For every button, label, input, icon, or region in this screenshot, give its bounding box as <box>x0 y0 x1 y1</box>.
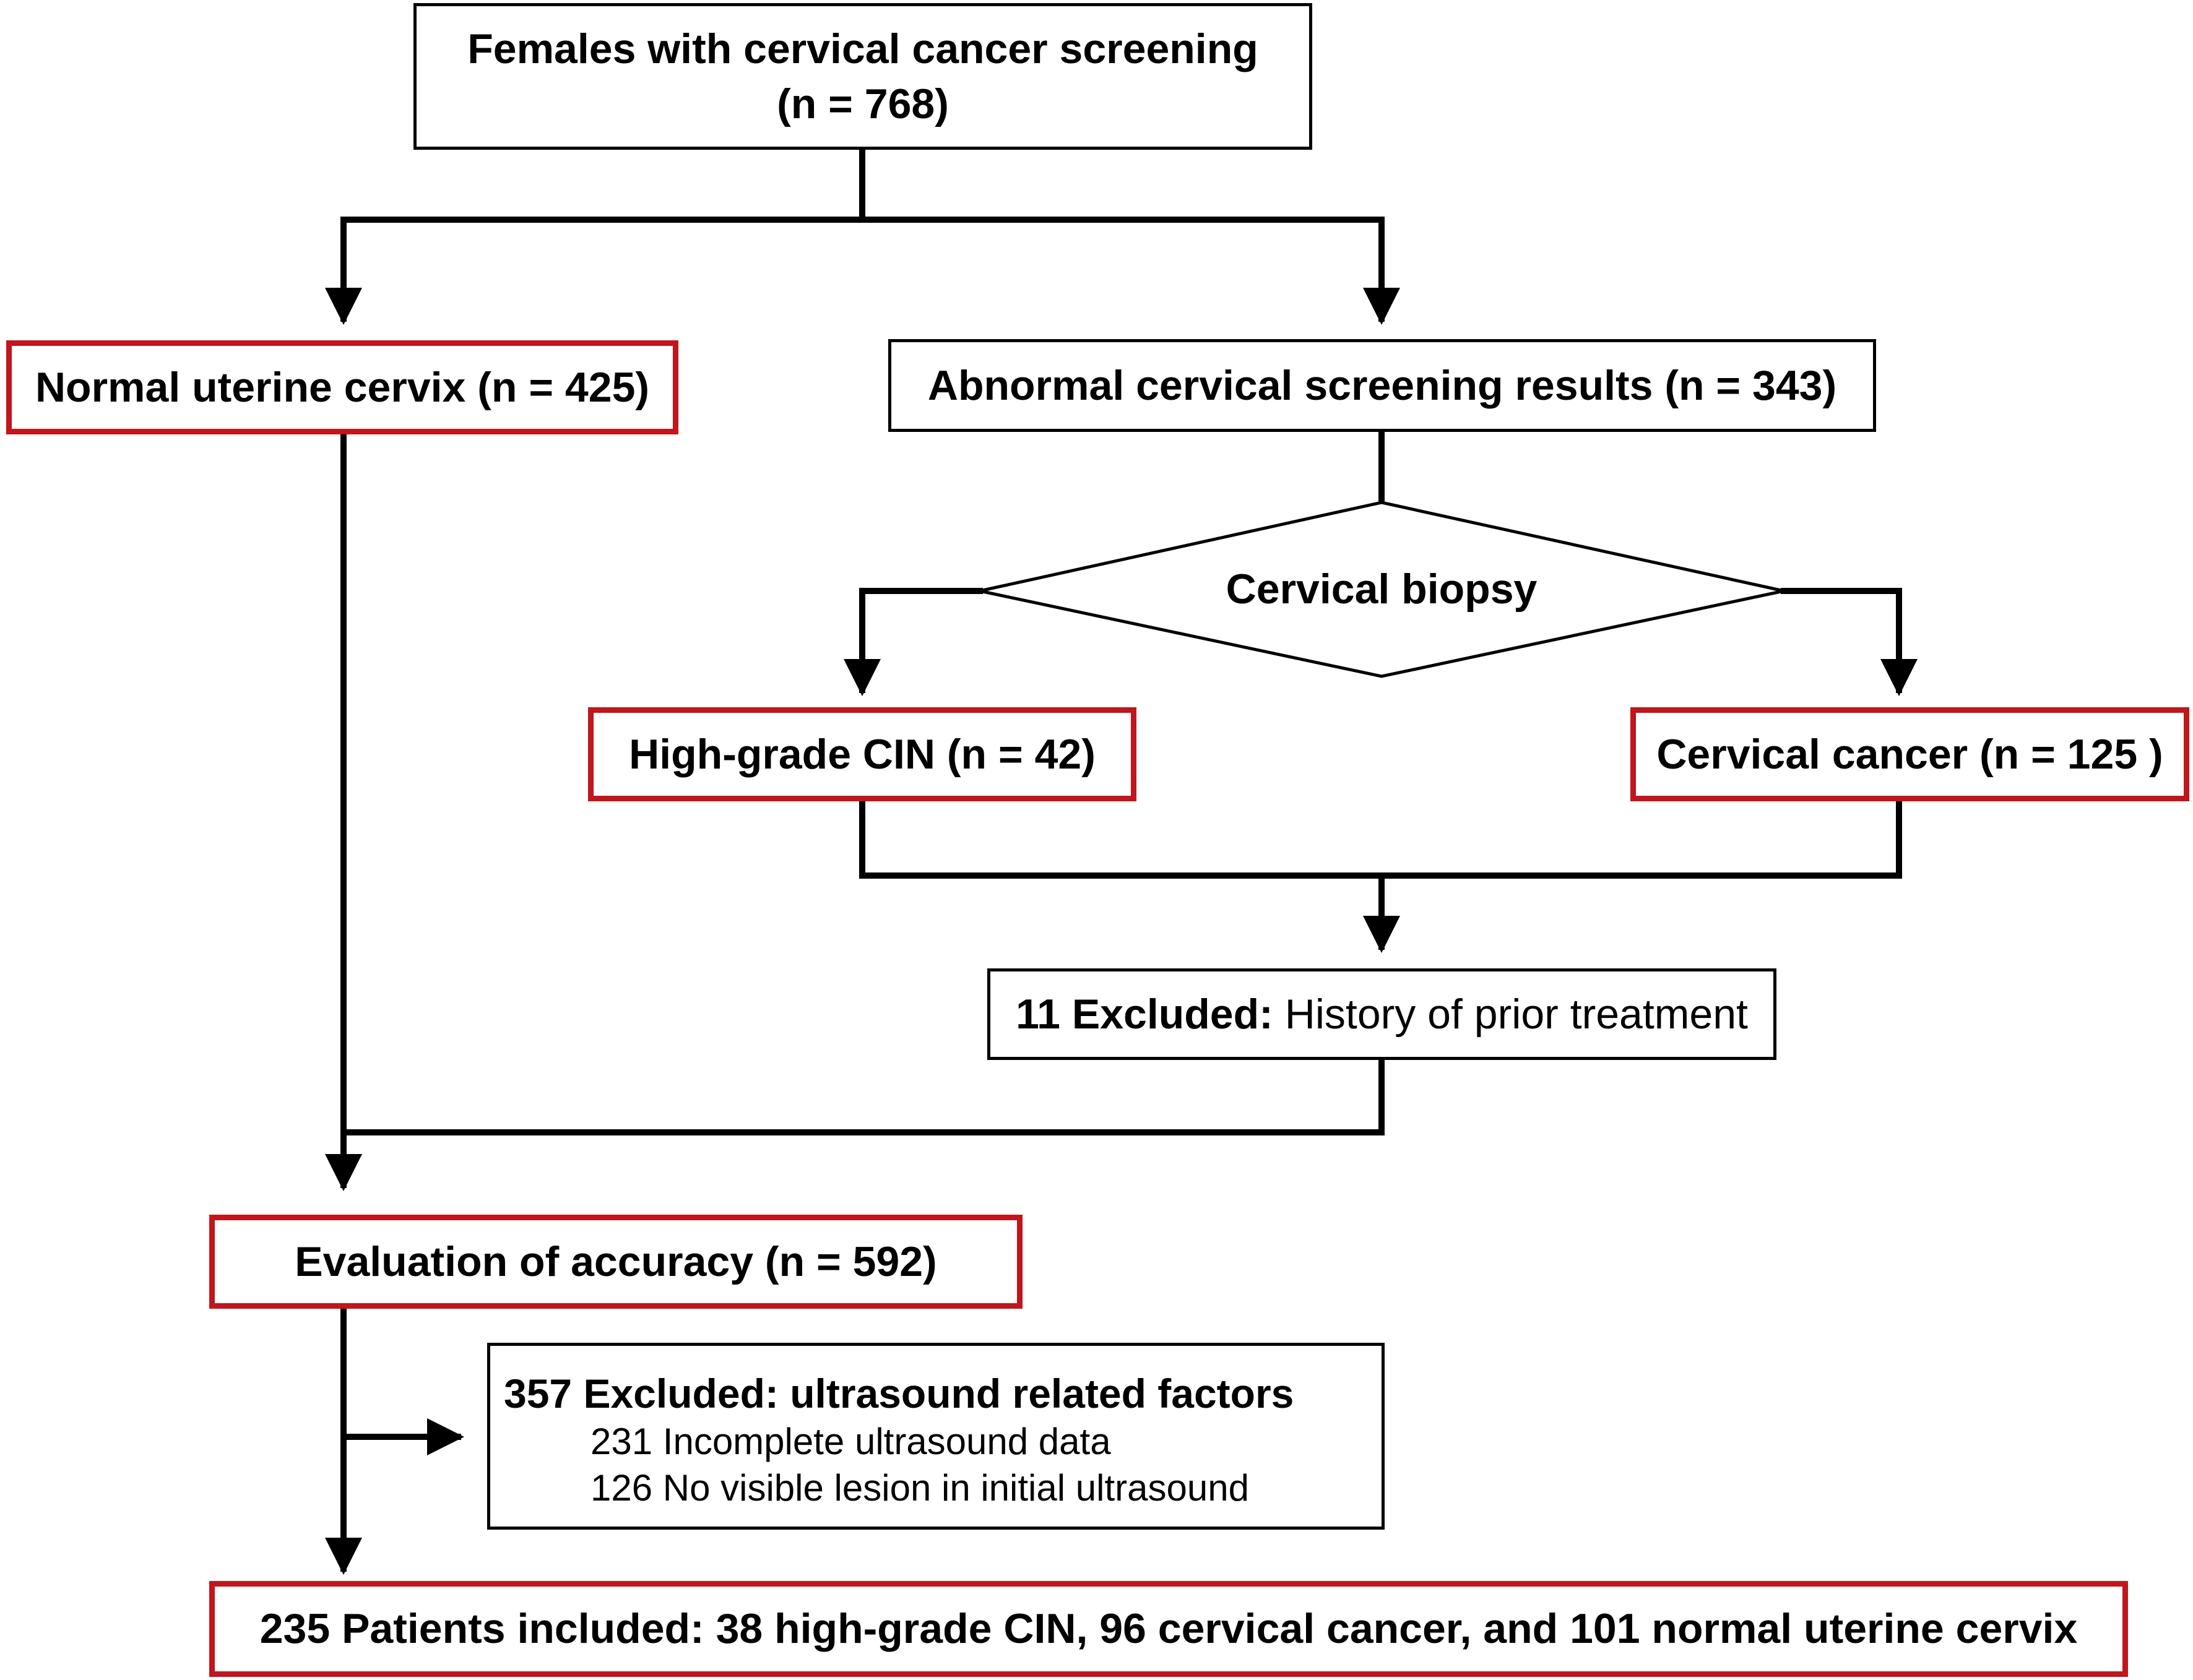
excluded-prior-treatment-box: 11 Excluded: History of prior treatment <box>987 968 1776 1060</box>
evaluation-accuracy-box: Evaluation of accuracy (n = 592) <box>209 1215 1023 1309</box>
biopsy-diamond <box>979 501 1784 678</box>
abnormal-results-box: Abnormal cervical screening results (n =… <box>888 339 1876 432</box>
excluded-ultrasound-title: 357 Excluded: ultrasound related factors <box>504 1371 1294 1416</box>
excluded-prior-count: 11 Excluded: <box>1016 990 1273 1038</box>
screening-count: (n = 768) <box>777 80 949 127</box>
evaluation-accuracy-label: Evaluation of accuracy (n = 592) <box>295 1238 937 1285</box>
arrow-to-cin <box>844 588 983 696</box>
patients-included-box: 235 Patients included: 38 high-grade CIN… <box>209 1581 2128 1677</box>
screening-box: Females with cervical cancer screening (… <box>413 3 1312 150</box>
normal-cervix-label: Normal uterine cervix (n = 425) <box>35 363 650 411</box>
cervical-cancer-box: Cervical cancer (n = 125 ) <box>1630 707 2189 801</box>
excluded-ultrasound-item: 231 Incomplete ultrasound data <box>590 1421 1111 1463</box>
high-grade-cin-label: High-grade CIN (n = 42) <box>629 730 1096 778</box>
connector-cin-cancer-merge <box>859 798 1902 879</box>
cervical-biopsy-label: Cervical biopsy <box>1226 566 1538 613</box>
excluded-ultrasound-item: 126 No visible lesion in initial ultraso… <box>590 1467 1249 1509</box>
patients-included-label: 235 Patients included: 38 high-grade CIN… <box>259 1605 2078 1653</box>
excluded-prior-treatment-text: 11 Excluded: History of prior treatment <box>1016 987 1748 1041</box>
cervical-cancer-label: Cervical cancer (n = 125 ) <box>1656 730 2163 778</box>
high-grade-cin-box: High-grade CIN (n = 42) <box>588 707 1136 801</box>
screening-title: Females with cervical cancer screening <box>467 25 1258 73</box>
excluded-ultrasound-box: 357 Excluded: ultrasound related factors… <box>487 1343 1385 1530</box>
normal-cervix-box: Normal uterine cervix (n = 425) <box>6 340 678 434</box>
connector-screening-split <box>340 145 1385 223</box>
abnormal-results-label: Abnormal cervical screening results (n =… <box>927 361 1837 409</box>
excluded-prior-reason: History of prior treatment <box>1273 990 1748 1038</box>
arrow-to-cancer <box>1781 588 1918 696</box>
connector-excluded-prior-merge <box>340 1057 1385 1135</box>
